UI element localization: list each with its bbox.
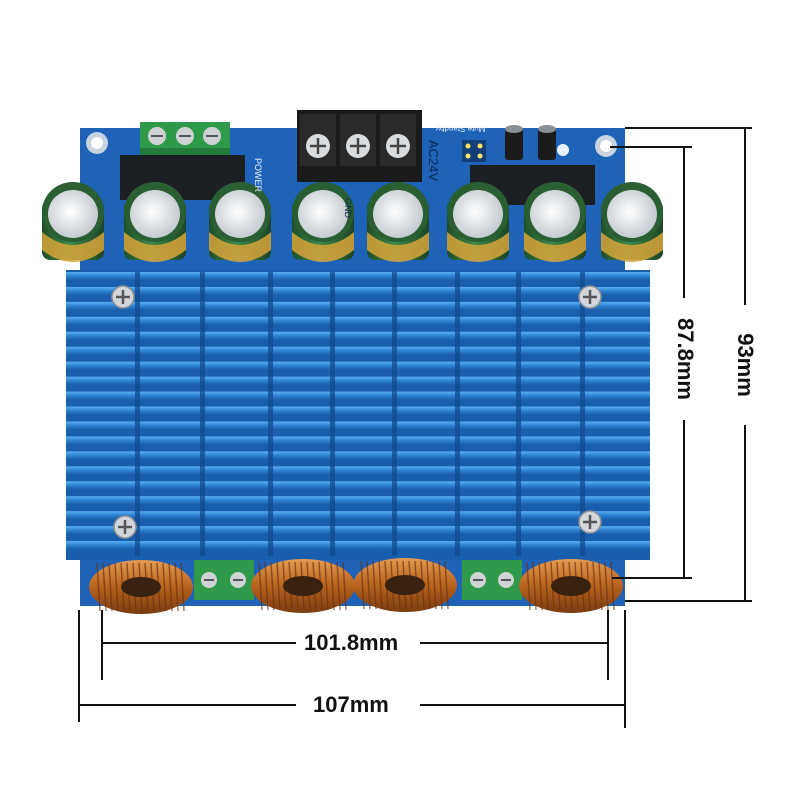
capacitor-icon bbox=[124, 182, 186, 262]
terminal-block-top-left bbox=[140, 122, 230, 158]
heatsink-channel bbox=[392, 272, 397, 556]
inductor-coil-icon bbox=[89, 560, 193, 614]
capacitor-icon bbox=[447, 182, 509, 262]
heatsink-fin bbox=[66, 481, 650, 490]
inductor-coil-icon bbox=[251, 559, 355, 613]
screw-icon bbox=[203, 127, 221, 145]
heatsink-fin bbox=[66, 526, 650, 535]
capacitor-icon bbox=[601, 182, 663, 262]
silk-voltage-label: AC24V bbox=[426, 140, 441, 182]
heatsink-channel bbox=[268, 272, 273, 556]
heatsink-channel bbox=[135, 272, 140, 556]
heatsink-fin bbox=[66, 301, 650, 311]
screw-icon bbox=[306, 134, 330, 158]
dimension-lines bbox=[78, 127, 752, 728]
dimension-inner-width-label: 101.8mm bbox=[304, 630, 399, 655]
heatsink-fin bbox=[66, 346, 650, 355]
dimension-outer-width-label: 107mm bbox=[313, 692, 389, 717]
heatsink-fin bbox=[66, 376, 650, 385]
mounting-hole-top-left bbox=[86, 132, 108, 154]
heatsink-fin bbox=[66, 286, 650, 296]
mute-standby-header bbox=[462, 140, 486, 162]
aluminum-heatsink bbox=[66, 270, 650, 560]
terminal-block-bottom-right bbox=[462, 560, 522, 600]
silk-gnd-label: GND bbox=[343, 198, 353, 218]
screw-icon bbox=[148, 127, 166, 145]
heatsink-fin bbox=[66, 496, 650, 505]
heatsink-fin bbox=[66, 316, 650, 326]
heatsink-fin bbox=[66, 272, 650, 281]
heatsink-fin bbox=[66, 436, 650, 445]
screw-icon bbox=[578, 510, 602, 534]
screw-icon bbox=[111, 285, 135, 309]
screw-icon bbox=[230, 572, 246, 588]
dimension-inner-height-label: 87.8mm bbox=[673, 311, 698, 407]
filter-capacitors bbox=[42, 182, 663, 262]
screw-icon bbox=[176, 127, 194, 145]
capacitor-icon bbox=[42, 182, 104, 262]
heatsink-channel bbox=[455, 272, 460, 556]
silk-power-label: POWER bbox=[253, 158, 263, 193]
heatsink-fin bbox=[66, 466, 650, 475]
heatsink-fin bbox=[66, 541, 650, 550]
capacitor-icon bbox=[292, 182, 354, 262]
screw-icon bbox=[113, 515, 137, 539]
capacitor-icon bbox=[524, 182, 586, 262]
output-inductors bbox=[89, 558, 623, 614]
capacitor-icon bbox=[209, 182, 271, 262]
screw-icon bbox=[470, 572, 486, 588]
screw-icon bbox=[386, 134, 410, 158]
screw-icon bbox=[498, 572, 514, 588]
dimension-outer-height-label: 93mm bbox=[733, 332, 758, 398]
heatsink-channel bbox=[330, 272, 335, 556]
power-terminal-block bbox=[297, 110, 422, 182]
heatsink-channel bbox=[516, 272, 521, 556]
small-capacitors bbox=[505, 125, 569, 160]
heatsink-channel bbox=[200, 272, 205, 556]
capacitor-icon bbox=[367, 182, 429, 262]
inductor-coil-icon bbox=[353, 558, 457, 612]
inductor-coil-icon bbox=[519, 559, 623, 613]
heatsink-fin bbox=[66, 361, 650, 370]
heatsink-channel bbox=[580, 272, 585, 556]
heatsink-fin bbox=[66, 331, 650, 341]
heatsink-fin bbox=[66, 511, 650, 520]
screw-icon bbox=[201, 572, 217, 588]
screw-icon bbox=[578, 285, 602, 309]
silk-mute-standby-label: Mute Standby bbox=[436, 124, 486, 133]
heatsink-fin bbox=[66, 406, 650, 415]
heatsink-fin bbox=[66, 391, 650, 400]
screw-icon bbox=[346, 134, 370, 158]
heatsink-fin bbox=[66, 451, 650, 460]
mounting-hole-top-right bbox=[595, 135, 617, 157]
terminal-block-bottom-left bbox=[194, 560, 254, 600]
heatsink-fin bbox=[66, 421, 650, 430]
